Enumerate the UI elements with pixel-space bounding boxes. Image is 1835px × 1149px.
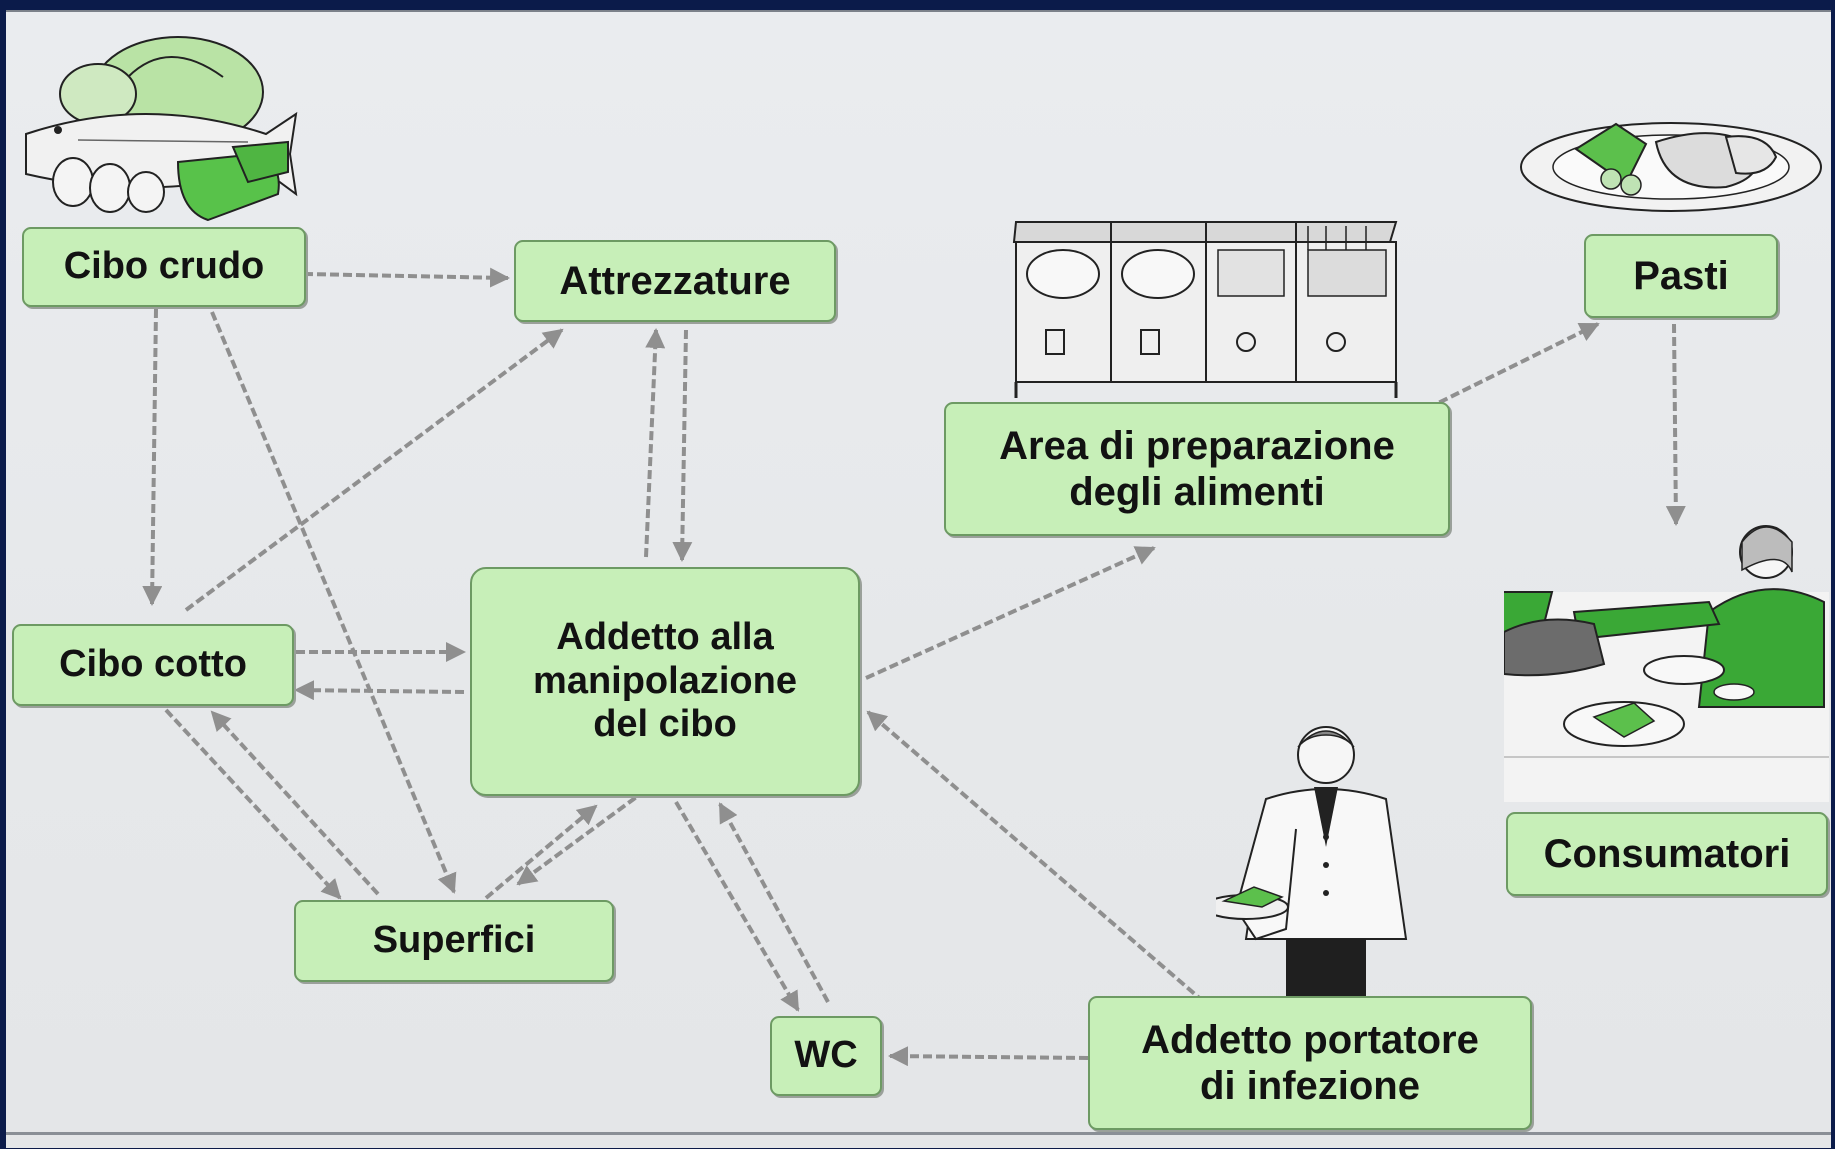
node-area-preparazione: Area di preparazione degli alimenti bbox=[944, 402, 1450, 536]
arrow-portatore-addetto bbox=[866, 710, 1206, 1004]
arrow-addetto-attrezzature bbox=[644, 328, 666, 558]
arrow-crudo-cotto bbox=[142, 308, 163, 606]
arrow-cotto-attrezzature bbox=[184, 328, 564, 612]
node-cibo-cotto: Cibo cotto bbox=[12, 624, 294, 706]
arrow-addetto-area bbox=[865, 546, 1156, 680]
node-consumatori: Consumatori bbox=[1506, 812, 1828, 896]
kitchen-equipment-illustration bbox=[1012, 221, 1398, 398]
diagram-page: Cibo crudo Attrezzature Cibo cotto Addet… bbox=[6, 10, 1831, 1148]
arrow-cotto-superfici bbox=[164, 708, 342, 900]
consumer-illustration bbox=[1504, 525, 1829, 802]
node-wc: WC bbox=[770, 1016, 882, 1096]
raw-food-icon bbox=[25, 36, 298, 222]
node-attrezzature: Attrezzature bbox=[514, 240, 836, 322]
arrow-superfici-addetto bbox=[484, 804, 598, 900]
arrow-attrezzature-addetto bbox=[672, 329, 693, 562]
arrow-portatore-wc bbox=[888, 1046, 1089, 1067]
arrow-wc-addetto bbox=[718, 802, 830, 1003]
node-cibo-crudo: Cibo crudo bbox=[22, 227, 306, 307]
arrow-pasti-consumatori bbox=[1665, 323, 1686, 526]
arrow-area-pasti bbox=[1415, 322, 1600, 416]
node-pasti: Pasti bbox=[1584, 234, 1778, 318]
meal-plate-icon bbox=[1520, 122, 1822, 212]
node-addetto-manipolazione: Addetto alla manipolazione del cibo bbox=[470, 567, 860, 796]
arrow-addetto-superfici bbox=[516, 788, 648, 886]
arrow-crudo-superfici bbox=[210, 311, 457, 894]
arrow-crudo-attrezzature bbox=[303, 267, 510, 288]
bottom-rule bbox=[6, 1132, 1831, 1135]
arrow-addetto-cotto bbox=[294, 680, 465, 701]
node-addetto-portatore: Addetto portatore di infezione bbox=[1088, 996, 1532, 1130]
arrow-superfici-cotto bbox=[210, 710, 380, 896]
arrows-layer bbox=[142, 267, 1686, 1067]
waiter-illustration bbox=[1216, 726, 1408, 1017]
arrow-addetto-wc bbox=[674, 800, 800, 1012]
node-superfici: Superfici bbox=[294, 900, 614, 982]
